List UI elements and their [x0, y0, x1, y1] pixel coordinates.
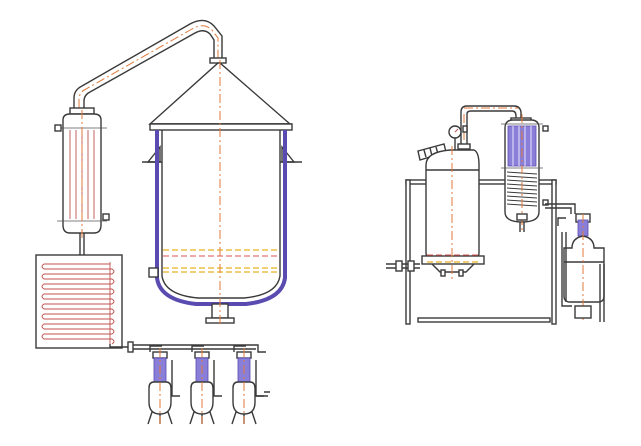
separator-1 — [147, 345, 180, 425]
separator-body — [148, 381, 172, 415]
pressure-gauge — [448, 125, 462, 150]
separator-inlet — [149, 345, 162, 352]
small-condenser-column — [501, 114, 549, 232]
separator-inlet — [191, 345, 204, 352]
separator-3 — [231, 345, 264, 425]
large-distillation-unit — [35, 19, 302, 425]
main-still-vessel — [142, 60, 302, 326]
separator-return-tube — [213, 360, 222, 397]
separator-inlet — [233, 345, 246, 352]
separator-return-tube — [171, 360, 180, 397]
product-pipe — [127, 341, 266, 353]
separator-receivers — [147, 345, 270, 425]
support-frame — [405, 179, 557, 325]
coil-turn — [506, 191, 538, 195]
small-distillation-unit — [386, 105, 605, 325]
separator-outlet-pipe — [256, 391, 270, 397]
small-separator-receiver — [545, 203, 605, 322]
separator-return-tube — [255, 360, 264, 397]
small-vapor-pipe — [457, 105, 522, 150]
vapor-pipe — [73, 19, 227, 108]
separator-2 — [189, 345, 222, 425]
small-still-vessel — [386, 146, 485, 280]
coil-turn — [506, 195, 538, 199]
column-condenser — [54, 107, 110, 262]
cooling-tank — [35, 254, 130, 349]
separator-body — [190, 381, 214, 415]
cooling-coil — [41, 263, 115, 345]
coil-turn — [506, 179, 538, 183]
coil-loops — [41, 263, 115, 345]
separator-body — [232, 381, 256, 415]
